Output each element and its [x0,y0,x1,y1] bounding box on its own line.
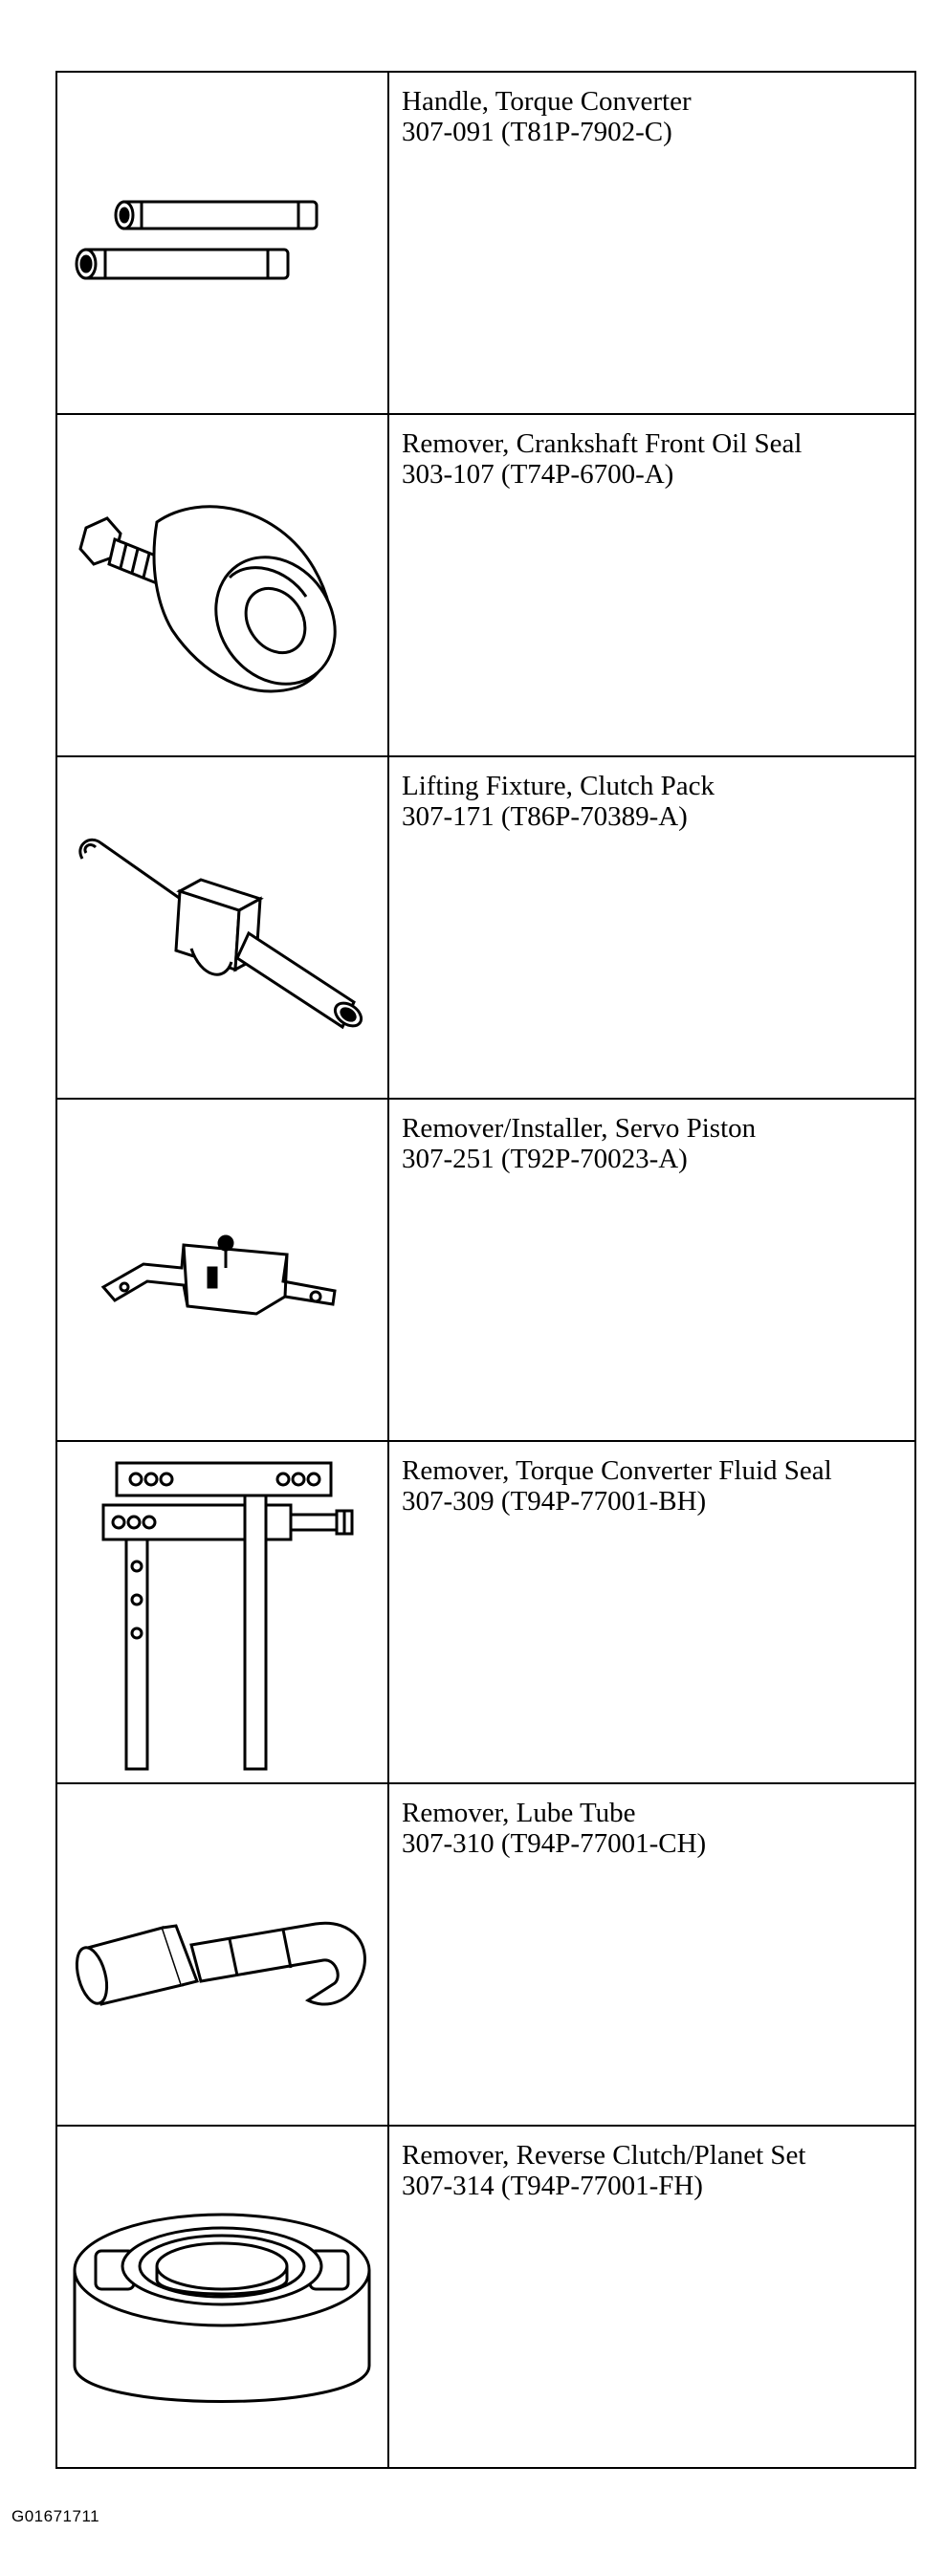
crankshaft-seal-remover-icon [78,505,337,693]
tool-name: Remover, Lube Tube [402,1798,636,1828]
tool-name: Lifting Fixture, Clutch Pack [402,771,715,801]
fluid-seal-puller-icon [101,1461,354,1771]
tool-description-cell: Lifting Fixture, Clutch Pack 307-171 (T8… [387,755,916,1100]
tool-number: 307-314 (T94P-77001-FH) [402,2171,703,2201]
table-row: Remover, Lube Tube 307-310 (T94P-77001-C… [55,1782,916,2127]
tool-description-cell: Remover/Installer, Servo Piston 307-251 … [387,1098,916,1442]
tool-illustration-cell [55,755,389,1100]
tool-description-cell: Remover, Torque Converter Fluid Seal 307… [387,1440,916,1784]
tool-illustration-cell [55,2125,389,2469]
tool-name: Remover, Torque Converter Fluid Seal [402,1455,832,1486]
figure-id: G01671711 [11,2507,100,2525]
table-row: Remover, Crankshaft Front Oil Seal 303-1… [55,413,916,757]
table-row: Remover/Installer, Servo Piston 307-251 … [55,1098,916,1442]
tool-illustration-cell [55,1098,389,1442]
tool-description-cell: Remover, Crankshaft Front Oil Seal 303-1… [387,413,916,757]
lube-tube-remover-icon [75,1921,366,2006]
tool-name: Remover, Reverse Clutch/Planet Set [402,2140,806,2171]
tool-name: Handle, Torque Converter [402,86,692,117]
tool-number: 307-251 (T92P-70023-A) [402,1144,688,1174]
special-tools-table: Handle, Torque Converter 307-091 (T81P-7… [55,71,916,2469]
tool-illustration-cell [55,1440,389,1784]
table-row: Remover, Reverse Clutch/Planet Set 307-3… [55,2125,916,2469]
tool-number: 307-310 (T94P-77001-CH) [402,1828,707,1859]
tool-number: 307-171 (T86P-70389-A) [402,801,688,832]
clutch-planet-remover-icon [73,2213,371,2403]
table-row: Handle, Torque Converter 307-091 (T81P-7… [55,71,916,415]
tool-illustration-cell [55,1782,389,2127]
table-row: Lifting Fixture, Clutch Pack 307-171 (T8… [55,755,916,1100]
tool-description-cell: Handle, Torque Converter 307-091 (T81P-7… [387,71,916,415]
tool-number: 307-091 (T81P-7902-C) [402,117,672,147]
servo-piston-tool-icon [100,1234,337,1316]
torque-converter-handle-icon [75,200,319,280]
tool-illustration-cell [55,413,389,757]
tool-number: 307-309 (T94P-77001-BH) [402,1486,707,1517]
clutch-pack-lifting-fixture-icon [78,838,363,1030]
tool-illustration-cell [55,71,389,415]
table-row: Remover, Torque Converter Fluid Seal 307… [55,1440,916,1784]
tool-number: 303-107 (T74P-6700-A) [402,459,674,490]
tool-name: Remover/Installer, Servo Piston [402,1113,757,1144]
tool-description-cell: Remover, Reverse Clutch/Planet Set 307-3… [387,2125,916,2469]
tool-description-cell: Remover, Lube Tube 307-310 (T94P-77001-C… [387,1782,916,2127]
tool-name: Remover, Crankshaft Front Oil Seal [402,428,803,459]
